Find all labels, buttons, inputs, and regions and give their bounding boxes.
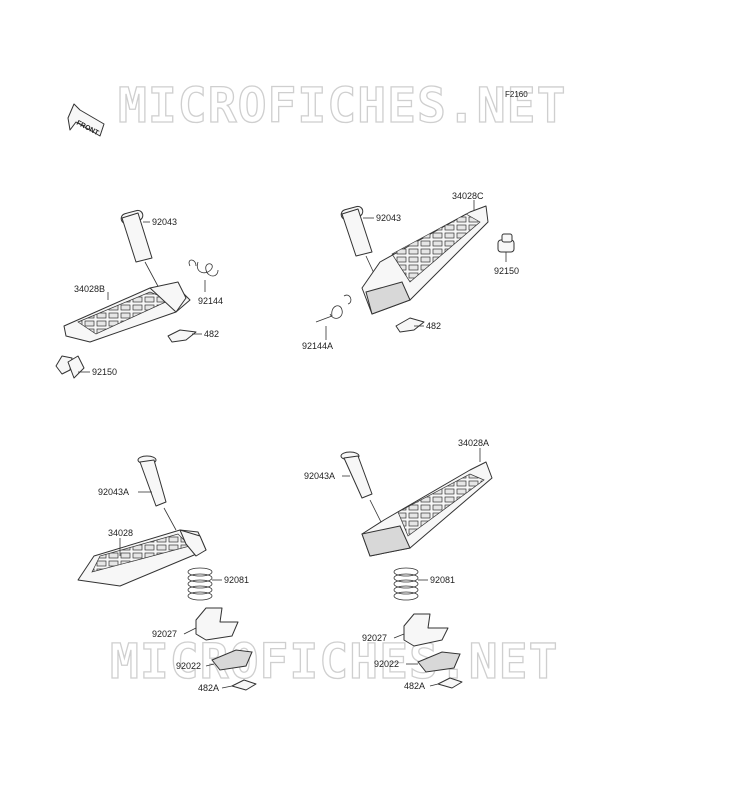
footpeg-34028A (361, 461, 493, 557)
label-92043A-b: 92043A (304, 471, 335, 481)
spring-92081-a (187, 567, 213, 601)
footpeg-34028C (361, 205, 489, 315)
bolt-92150-b (497, 233, 515, 253)
label-34028B: 34028B (74, 284, 105, 294)
clip-482A-b (437, 677, 463, 689)
bolt-92150-a (55, 355, 85, 379)
label-92043A-a: 92043A (98, 487, 129, 497)
label-482A-a: 482A (198, 683, 219, 693)
diagram-code: F2160 (505, 90, 528, 99)
label-92043-b: 92043 (376, 213, 401, 223)
label-482A-b: 482A (404, 681, 425, 691)
holder-92027-b (403, 613, 449, 647)
assembly-bottom-right: 92043A 34028A 92081 92027 92022 482A (304, 438, 493, 691)
clip-482-b (395, 317, 425, 333)
clip-482-a (167, 329, 197, 343)
label-34028C: 34028C (452, 191, 484, 201)
assembly-top-right: 92043 34028C 92150 92144A 482 (302, 191, 519, 351)
pin-92043-b (340, 205, 379, 283)
watermark-top: MICROFICHES.NET (118, 78, 566, 134)
clip-482A-a (231, 679, 257, 691)
label-34028A: 34028A (458, 438, 489, 448)
plate-92022-a (211, 649, 253, 671)
label-92144A: 92144A (302, 341, 333, 351)
label-482-a: 482 (204, 329, 219, 339)
label-92150-a: 92150 (92, 367, 117, 377)
spring-92144 (188, 259, 219, 277)
assembly-top-left: 92043 34028B 92144 482 92150 (55, 209, 223, 379)
label-92081-b: 92081 (430, 575, 455, 585)
pin-92043A-a (137, 455, 177, 531)
front-arrow-icon: FRONT (67, 103, 105, 137)
label-92022-b: 92022 (374, 659, 399, 669)
holder-92027-a (195, 607, 239, 641)
plate-92022-b (417, 651, 461, 673)
label-482-b: 482 (426, 321, 441, 331)
label-92027-a: 92027 (152, 629, 177, 639)
label-92043-a: 92043 (152, 217, 177, 227)
spring-92144A (315, 294, 352, 323)
pin-92043-a (120, 209, 161, 291)
spring-92081-b (393, 567, 419, 601)
label-34028: 34028 (108, 528, 133, 538)
assembly-bottom-left: 92043A 34028 92081 92027 92022 482A (77, 455, 257, 693)
watermark-bottom: MICROFICHES.NET (110, 634, 558, 690)
pin-92043A-b (340, 451, 383, 525)
label-92081-a: 92081 (224, 575, 249, 585)
label-92144: 92144 (198, 296, 223, 306)
label-92027-b: 92027 (362, 633, 387, 643)
label-92150-b: 92150 (494, 266, 519, 276)
footpeg-34028B (63, 281, 191, 343)
label-92022-a: 92022 (176, 661, 201, 671)
footpeg-34028 (77, 529, 207, 587)
